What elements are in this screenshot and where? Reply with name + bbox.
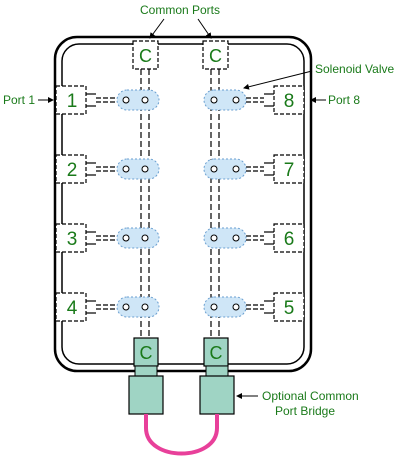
- port-number: 4: [67, 298, 78, 319]
- label-bridge-line2: Port Bridge: [275, 404, 335, 418]
- solenoid-valve: [116, 227, 160, 249]
- port-number: 8: [284, 91, 295, 112]
- solenoid-valve: [116, 89, 160, 111]
- common-port-bottom-left: C: [133, 337, 159, 367]
- port-right-5: 5: [246, 292, 305, 322]
- port-number: 1: [67, 91, 78, 112]
- port-left-1: 1: [55, 85, 117, 115]
- leader-common-left: [149, 18, 165, 39]
- common-port-top-right: C: [202, 40, 229, 70]
- solenoid-valve: [203, 296, 247, 318]
- common-port-letter: C: [140, 343, 153, 363]
- port-number: 2: [67, 160, 78, 181]
- solenoid-valve: [203, 158, 247, 180]
- port-rows: 1 8 2 7 3 6 4 5: [55, 85, 305, 322]
- label-solenoid-valve: Solenoid Valve: [315, 62, 394, 76]
- port-number: 7: [284, 160, 295, 181]
- bridge-fitting-right: [199, 365, 235, 415]
- solenoid-valve: [116, 158, 160, 180]
- label-port-8: Port 8: [328, 93, 360, 107]
- bridge-tube: [144, 414, 219, 456]
- leader-solenoid-valve: [243, 70, 313, 90]
- solenoid-valve: [116, 296, 160, 318]
- leader-common-right: [197, 18, 212, 39]
- bridge-fitting-left: [128, 365, 164, 415]
- common-port-bottom-right: C: [203, 337, 229, 367]
- port-right-7: 7: [246, 154, 305, 184]
- manifold-body: [53, 35, 313, 373]
- common-port-letter: C: [210, 343, 223, 363]
- port-number: 5: [284, 298, 295, 319]
- common-port-top-left: C: [132, 40, 159, 70]
- port-right-6: 6: [246, 223, 305, 253]
- common-port-letter: C: [209, 46, 222, 66]
- label-common-ports: Common Ports: [140, 3, 220, 17]
- common-port-letter: C: [139, 46, 152, 66]
- label-bridge-line1: Optional Common: [262, 389, 359, 403]
- port-left-3: 3: [55, 223, 117, 253]
- label-port-1: Port 1: [3, 93, 35, 107]
- port-right-8: 8: [246, 85, 305, 115]
- port-left-2: 2: [55, 154, 117, 184]
- solenoid-valve: [203, 227, 247, 249]
- solenoid-valve: [203, 89, 247, 111]
- port-left-4: 4: [55, 292, 117, 322]
- port-number: 6: [284, 229, 295, 250]
- port-number: 3: [67, 229, 78, 250]
